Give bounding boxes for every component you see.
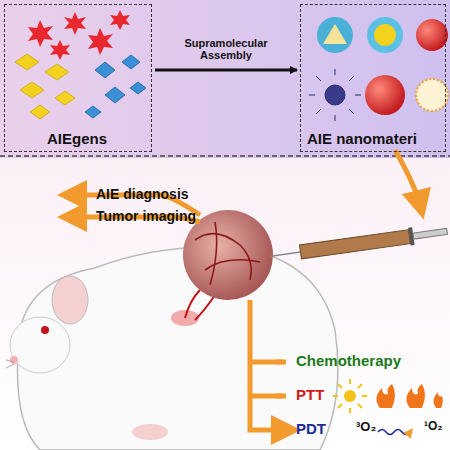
dashed-group-box: AIEgens xyxy=(4,4,152,152)
therapy-label: PDT xyxy=(296,420,326,437)
dashed-group-box: AIE nanomateri xyxy=(300,4,446,152)
diagnosis-label: Tumor imaging xyxy=(96,208,196,224)
oxygen-label: ³O₂ xyxy=(356,419,376,434)
therapy-label: Chemotherapy xyxy=(296,352,401,369)
assembly-arrow xyxy=(155,69,297,72)
group-title: AIE nanomateri xyxy=(307,130,417,147)
therapy-label: PTT xyxy=(296,386,324,403)
diagnosis-label: AIE diagnosis xyxy=(96,186,189,202)
arrow-label: Supramolecular Assembly xyxy=(160,37,292,62)
oxygen-label: ¹O₂ xyxy=(424,419,443,433)
group-title: AIEgens xyxy=(47,130,107,147)
